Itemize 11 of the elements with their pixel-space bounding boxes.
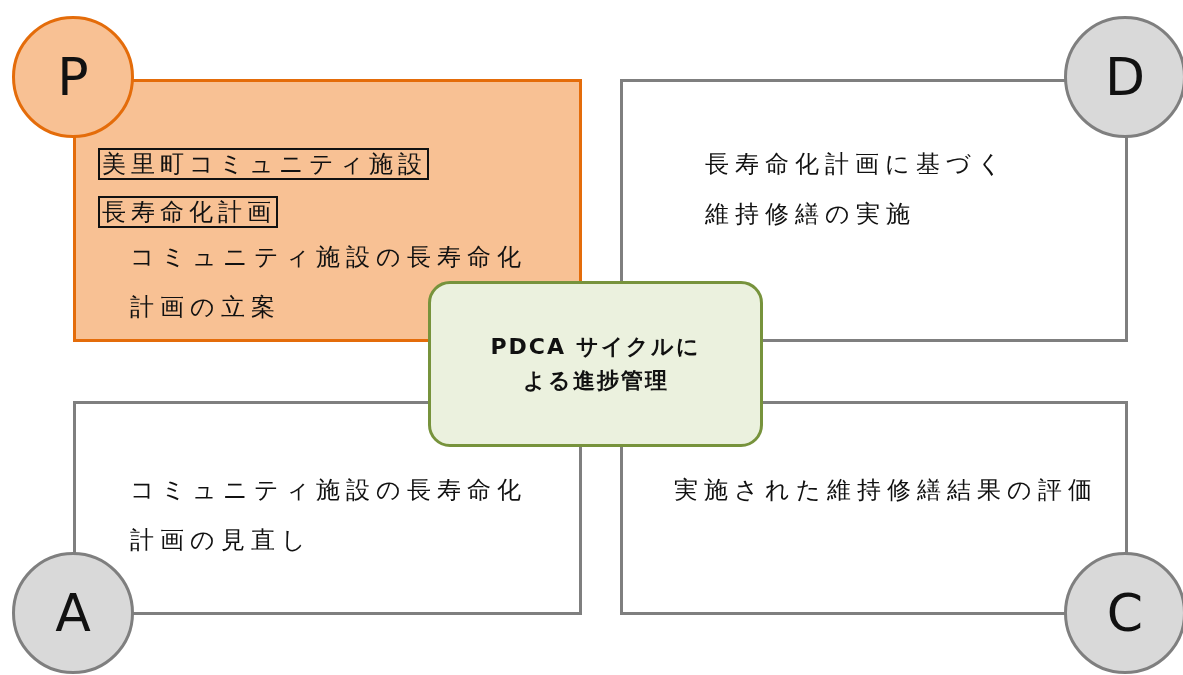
framed-title: 長寿命化計画 — [98, 196, 278, 228]
description-text: 実施された維持修繕結果の評価 — [674, 475, 1099, 506]
center-text: PDCA サイクルによる進捗管理 — [489, 333, 702, 395]
framed-title: 美里町コミュニティ施設 — [98, 148, 429, 180]
letter-circle: P — [12, 16, 134, 138]
description-text: コミュニティ施設の長寿命化計画の立案 — [130, 242, 528, 323]
description-text: 長寿命化計画に基づく維持修繕の実施 — [705, 149, 1009, 230]
letter-circle: A — [12, 552, 134, 674]
letter-circle: C — [1064, 552, 1183, 674]
center-box — [428, 281, 763, 447]
letter-circle: D — [1064, 16, 1183, 138]
